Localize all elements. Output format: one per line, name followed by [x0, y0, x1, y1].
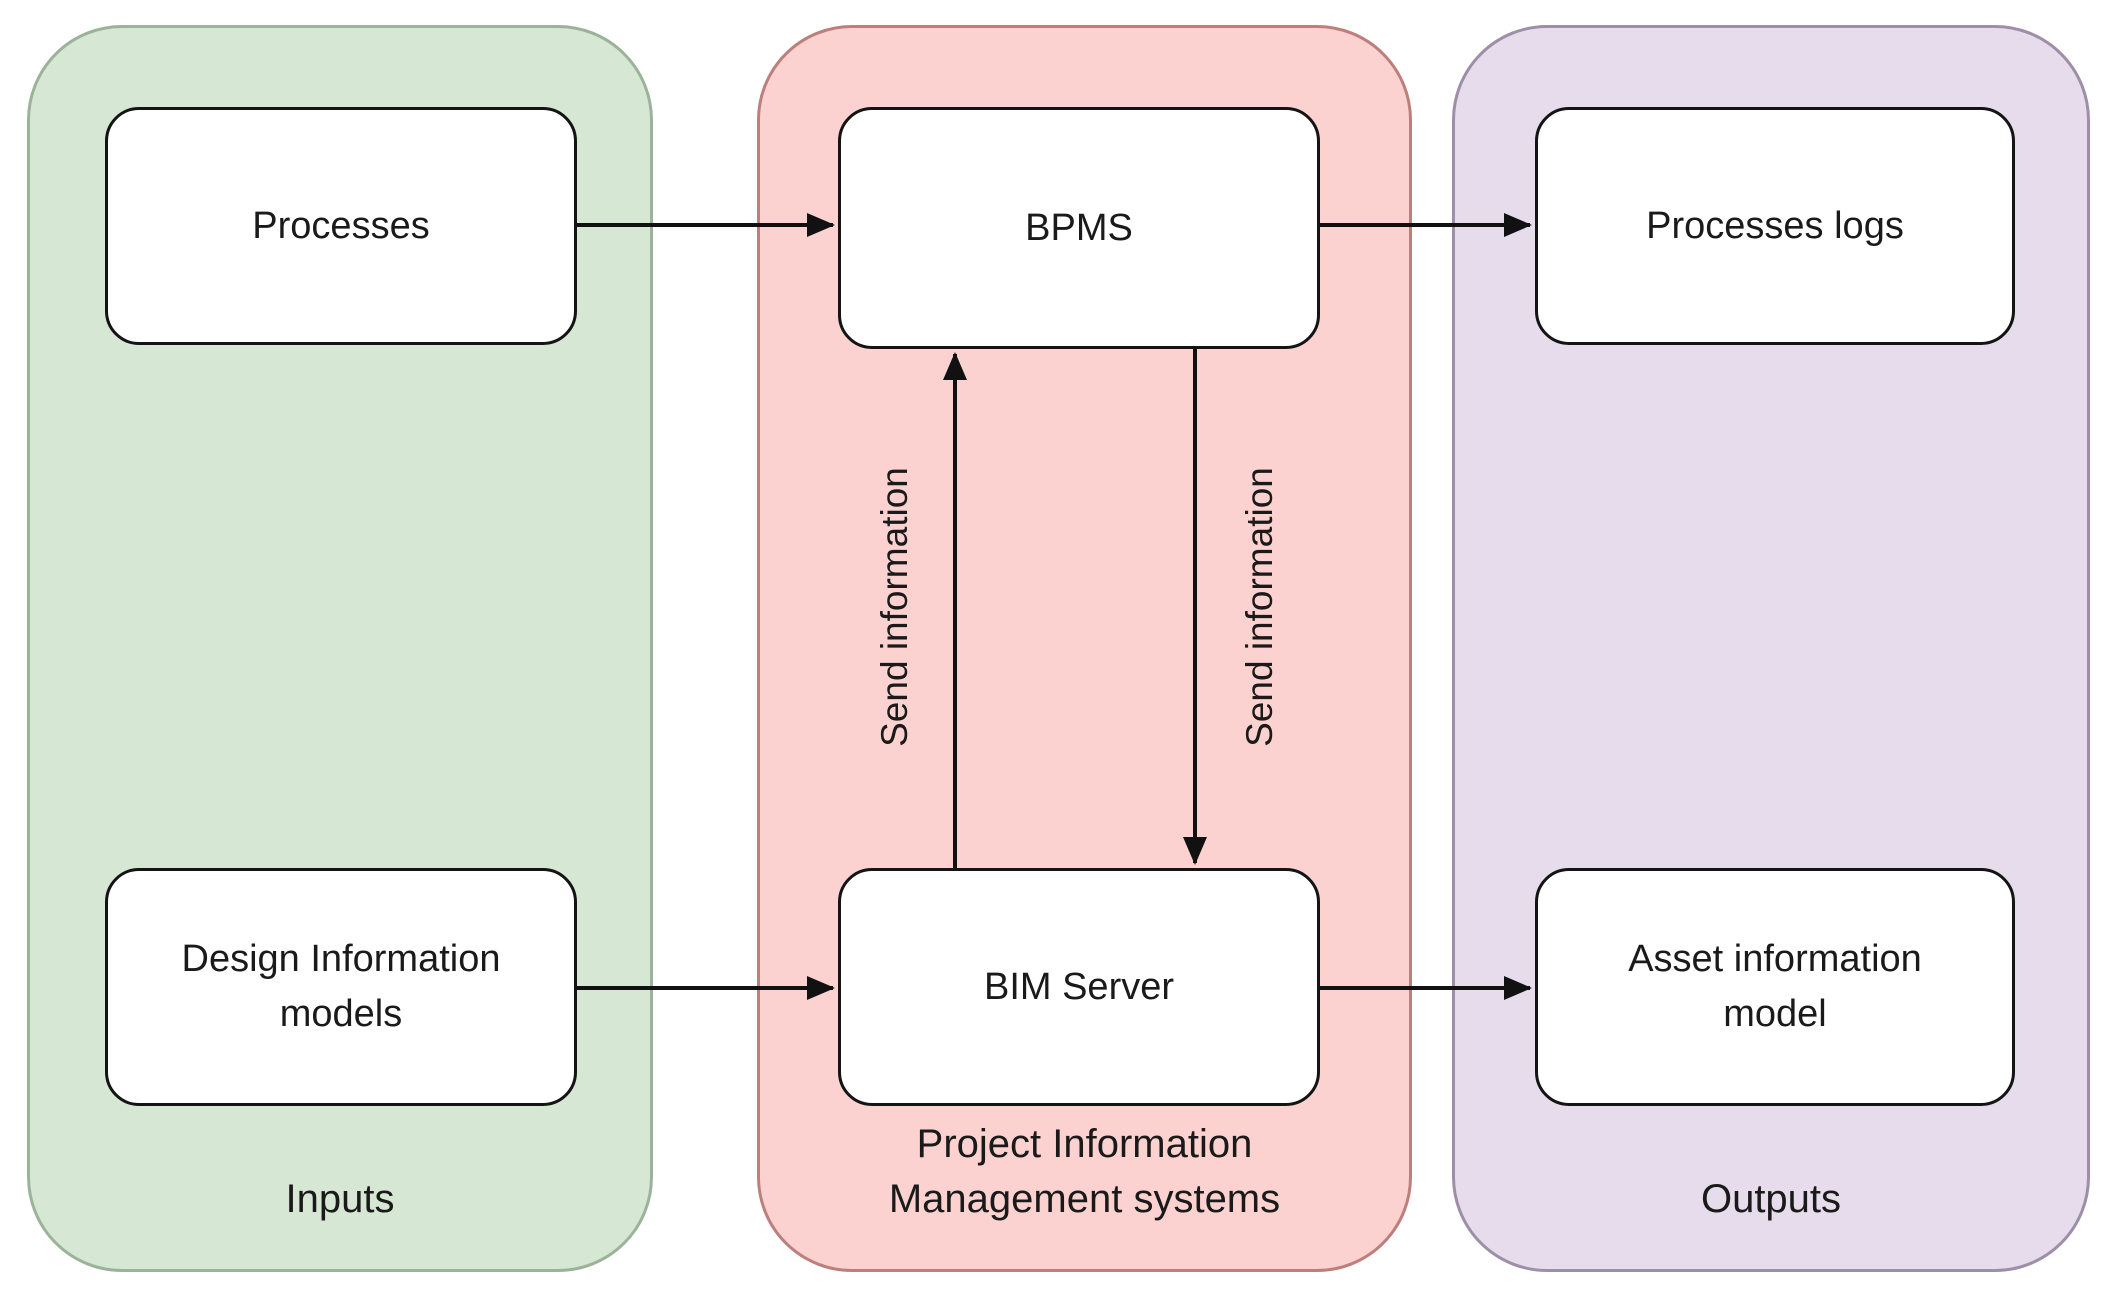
pims-panel-label: Project Information Management systems [888, 1122, 1281, 1221]
node-processes-logs: Processes logs [1535, 107, 2015, 345]
node-bpms-label: BPMS [1025, 206, 1133, 249]
send-information-label-up: Send information [874, 467, 915, 747]
node-bim-server: BIM Server [838, 868, 1320, 1106]
outputs-panel-label: Outputs [1700, 1177, 1842, 1221]
node-processes-label: Processes [252, 204, 430, 247]
inputs-panel-label: Inputs [285, 1177, 395, 1221]
node-asset-information-model: Asset information model [1535, 868, 2015, 1106]
node-bpms: BPMS [838, 107, 1320, 349]
node-design-information-models: Design Information models [105, 868, 577, 1106]
node-bim-server-label: BIM Server [983, 965, 1175, 1008]
node-design-information-models-label: Design Information models [181, 938, 501, 1035]
node-processes-logs-label: Processes logs [1646, 204, 1904, 247]
node-asset-information-model-label: Asset information model [1628, 938, 1922, 1035]
node-processes: Processes [105, 107, 577, 345]
send-information-label-down: Send information [1239, 467, 1280, 747]
